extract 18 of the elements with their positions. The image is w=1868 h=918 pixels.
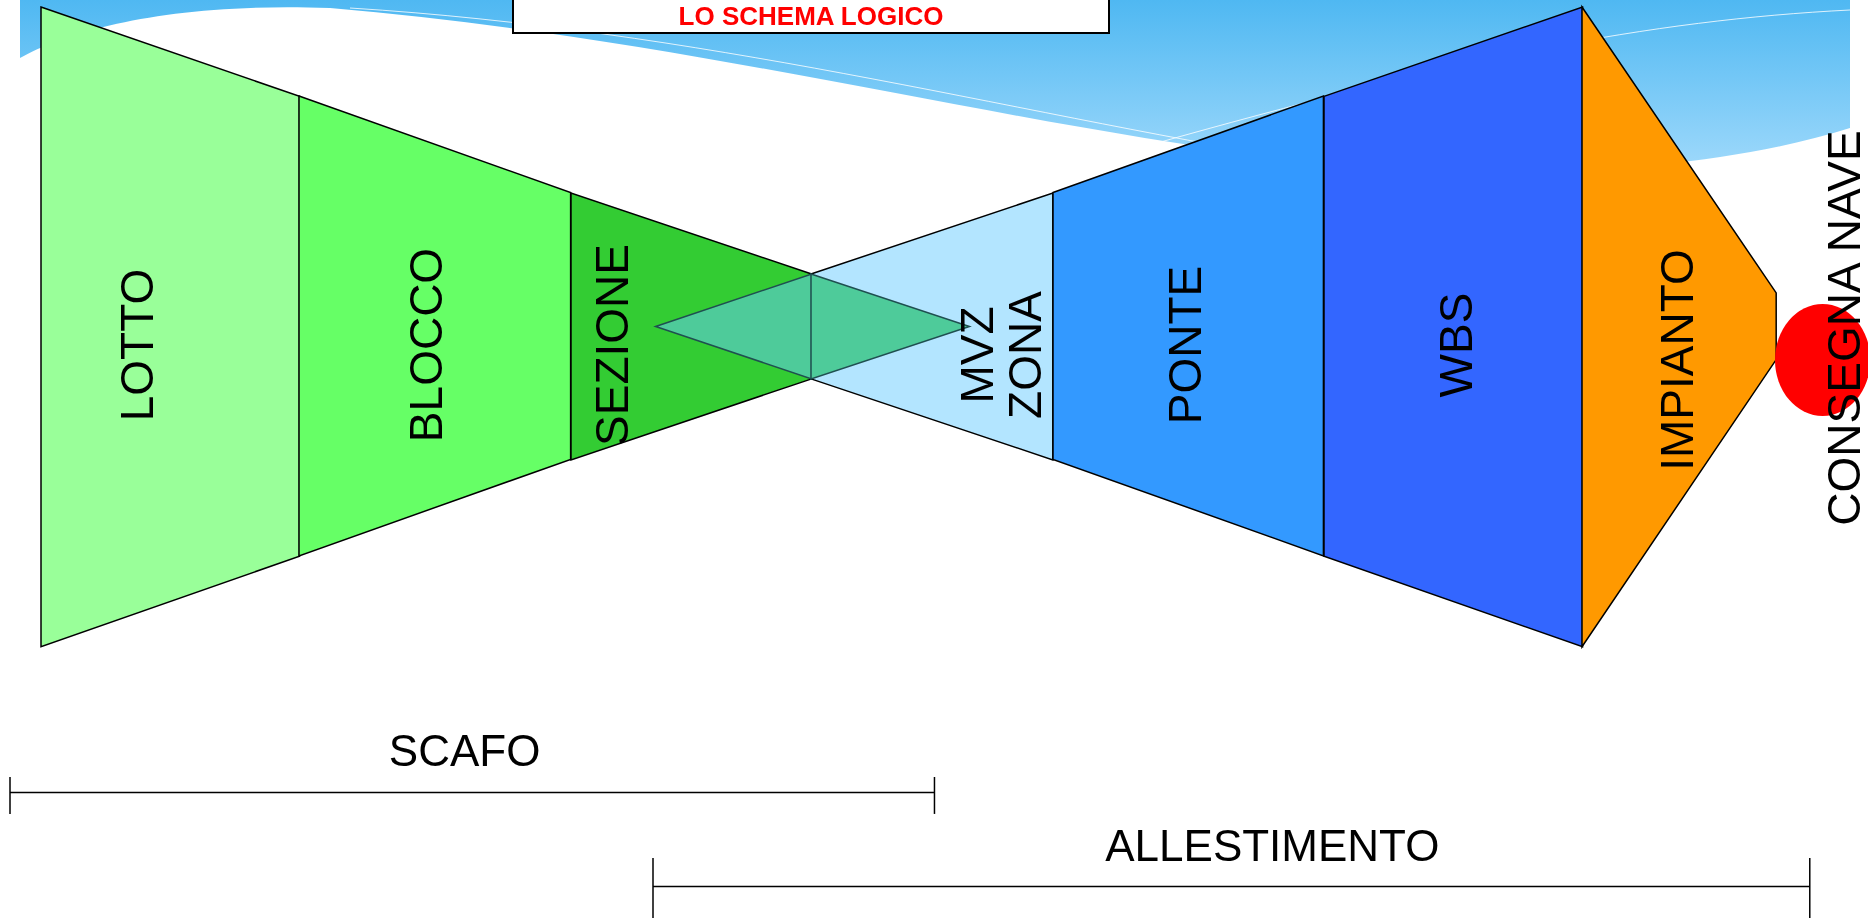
segment-label: IMPIANTO: [1653, 249, 1702, 471]
segment-label: PONTE: [1161, 266, 1210, 425]
milestone-label: CONSEGNA NAVE: [1821, 129, 1868, 526]
segment-label: WBS: [1431, 293, 1480, 398]
trapezoid-segment: [1323, 7, 1583, 647]
triangle-segment: [811, 193, 1054, 460]
segment-label: MVZ ZONA: [952, 291, 1049, 419]
trapezoid-segment: [299, 96, 571, 557]
triangle-segment: [570, 193, 812, 460]
title: LO SCHEMA LOGICO: [512, 0, 1110, 34]
trapezoid-segment: [40, 7, 299, 647]
trapezoid-segment: [1053, 96, 1324, 557]
segment-label: BLOCCO: [402, 248, 451, 443]
segment-label: LOTTO: [112, 269, 162, 422]
triangle-segment: [1582, 7, 1777, 647]
phase-label: SCAFO: [388, 728, 541, 773]
segment-label: SEZIONE: [588, 244, 637, 447]
phase-label: ALLESTIMENTO: [1105, 823, 1440, 868]
